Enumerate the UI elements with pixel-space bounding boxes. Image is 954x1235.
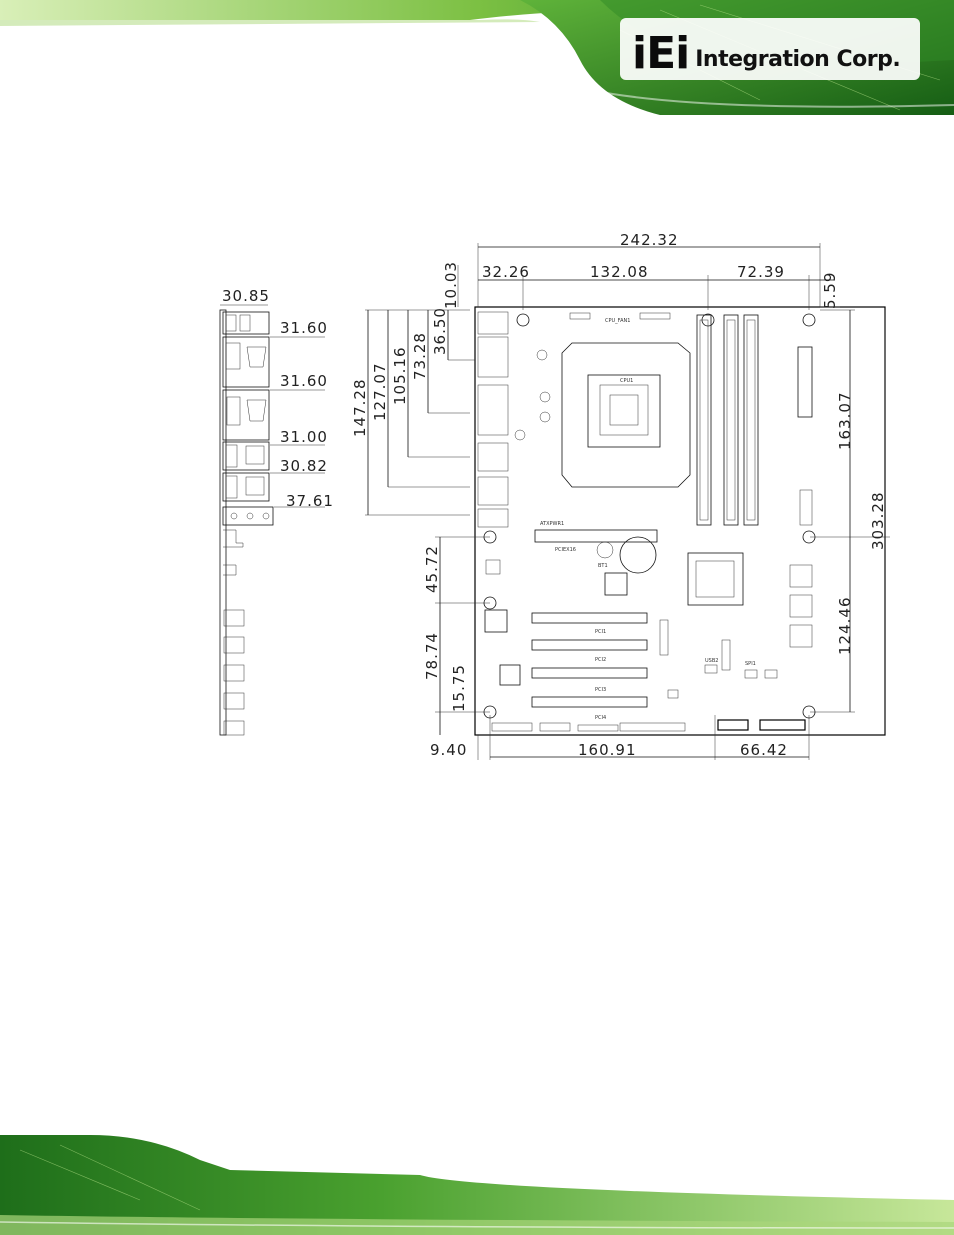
pci2-label: PCI2 (595, 657, 606, 663)
dim-left-3: 105.16 (391, 347, 409, 406)
dim-left-6: 45.72 (423, 545, 441, 593)
pcie-label: PCIEX16 (555, 547, 576, 553)
dim-left-1: 147.28 (351, 379, 369, 438)
dim-bottom-3: 66.42 (740, 741, 788, 759)
dim-right-3: 124.46 (836, 597, 854, 656)
logo-text: Integration Corp. (695, 47, 900, 72)
dim-top-3: 72.39 (737, 263, 785, 281)
motherboard-outline: 242.32 32.26 132.08 72.39 10.03 5.59 147… (351, 231, 890, 760)
dim-left-7: 78.74 (423, 632, 441, 680)
cpu-label: CPU1 (620, 378, 633, 384)
dim-right-1: 163.07 (836, 392, 854, 451)
dim-top-4: 10.03 (442, 261, 460, 309)
dim-top-5: 5.59 (821, 272, 839, 309)
dim-left-5: 36.50 (431, 307, 449, 355)
atx-label: ATXPWR1 (540, 521, 564, 527)
dim-top-1: 32.26 (482, 263, 530, 281)
cpu-socket: CPU1 (562, 343, 690, 487)
expansion-slots: ATXPWR1 PCIEX16 PCI1 PCI2 PCI3 PCI4 (532, 521, 657, 721)
usb-label: USB2 (705, 658, 718, 664)
pci4-label: PCI4 (595, 715, 606, 721)
pci3-label: PCI3 (595, 687, 606, 693)
fan-label: CPU_FAN1 (605, 318, 630, 324)
footer-banner (0, 1130, 954, 1235)
company-logo: iEi Integration Corp. (632, 26, 900, 76)
spi-label: SPI1 (745, 661, 756, 667)
io-dim-5: 30.82 (280, 457, 328, 475)
io-dim-2: 31.60 (280, 319, 328, 337)
io-dim-6: 37.61 (286, 492, 334, 510)
io-dim-1: 30.85 (222, 287, 270, 305)
dim-bottom-2: 160.91 (578, 741, 637, 759)
io-dim-3: 31.60 (280, 372, 328, 390)
io-dim-4: 31.00 (280, 428, 328, 446)
dim-bottom-1: 9.40 (430, 741, 467, 759)
io-panel: 30.85 31.60 31.60 31.00 30.82 37.61 (220, 287, 334, 735)
dim-top-2: 132.08 (590, 263, 649, 281)
board-dimension-drawing: 30.85 31.60 31.60 31.00 30.82 37.61 242.… (200, 225, 900, 765)
logo-mark: iEi (632, 32, 689, 76)
dim-left-2: 127.07 (371, 363, 389, 422)
dim-left-8: 15.75 (450, 664, 468, 712)
dimm-slots (697, 315, 758, 525)
pci1-label: PCI1 (595, 629, 606, 635)
battery-label: BT1 (598, 563, 608, 569)
dim-right-2: 303.28 (869, 492, 887, 551)
dim-left-4: 73.28 (411, 332, 429, 380)
dim-width: 242.32 (620, 231, 679, 249)
